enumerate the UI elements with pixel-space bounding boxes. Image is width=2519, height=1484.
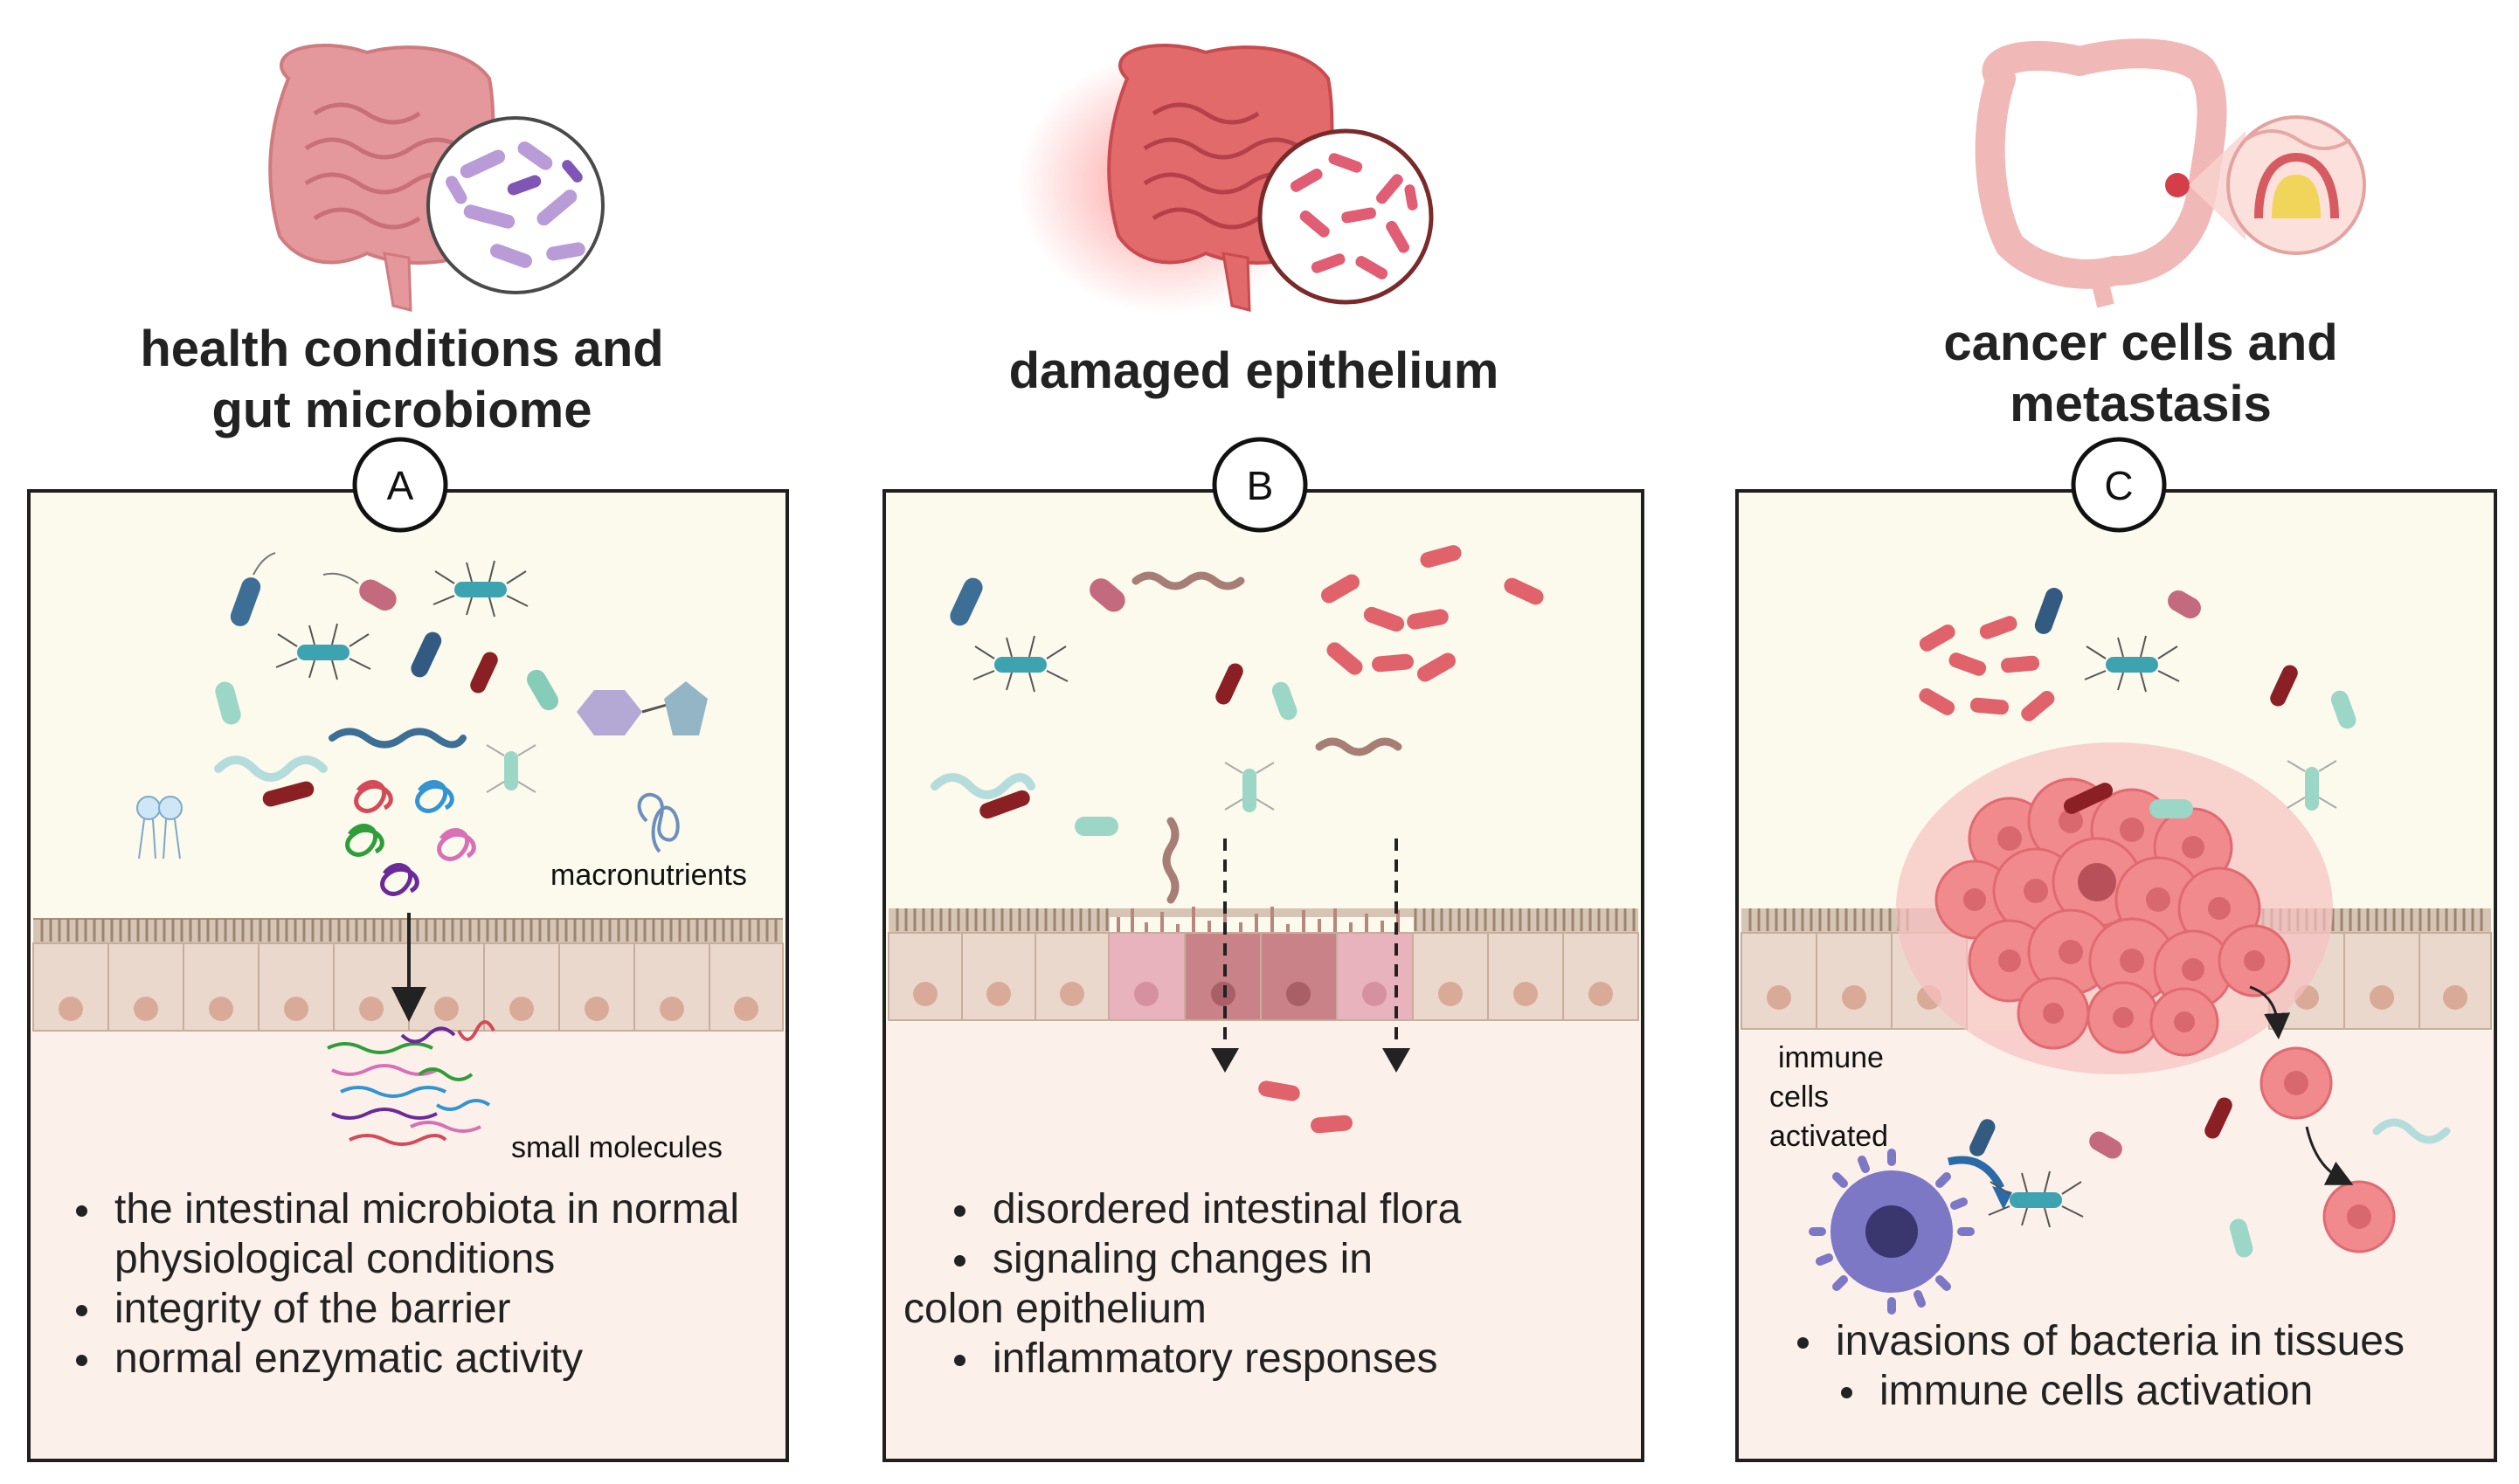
small-molecules-label: small molecules: [511, 1131, 723, 1164]
panel-c-bullets: invasions of bacteria in tissues immune …: [1787, 1316, 2405, 1416]
letter-badge-a: A: [352, 437, 448, 533]
panel-a: [27, 489, 789, 1462]
panel-b-title-line-1: damaged epithelium: [1008, 342, 1499, 399]
letter-c: C: [2104, 463, 2133, 508]
panel-a-bullet-1-cont: physiological conditions: [114, 1236, 556, 1282]
bacteria-group-a: [136, 552, 708, 896]
panel-c-bullet-2: immune cells activation: [1830, 1366, 2405, 1416]
panel-b-bullets: disordered intestinal flora signaling ch…: [903, 1184, 1461, 1384]
panel-b-bullet-3: inflammatory responses: [944, 1334, 1461, 1384]
panel-a-bullet-2: integrity of the barrier: [66, 1284, 739, 1334]
letter-badge-b: B: [1212, 437, 1308, 533]
tumor-mass: [1896, 742, 2333, 1074]
panel-b-bullet-2-cont: colon epithelium: [903, 1286, 1207, 1332]
letter-badge-c: C: [2071, 437, 2167, 533]
colon-tumor-icon: [1975, 38, 2366, 308]
panel-b-bullet-2: signaling changes in: [944, 1234, 1461, 1284]
bacteria-group-b: [931, 545, 1544, 1134]
panel-a-bullet-1: the intestinal microbiota in normal: [66, 1184, 739, 1234]
panel-c-title-line-1: cancer cells and: [1943, 314, 2338, 371]
letter-a: A: [387, 463, 414, 508]
immune-label-line-1: immune: [1778, 1041, 1884, 1074]
panel-c-title: cancer cells and metastasis: [1879, 313, 2403, 435]
panel-a-bullets: the intestinal microbiota in normal phys…: [66, 1184, 739, 1384]
panel-a-bullet-3: normal enzymatic activity: [66, 1334, 739, 1384]
panel-c-bullet-1: invasions of bacteria in tissues: [1787, 1316, 2405, 1366]
panel-a-title-line-1: health conditions and: [140, 321, 664, 377]
small-molecules-graphic: [327, 1020, 495, 1146]
inflamed-intestine-icon: [1018, 44, 1434, 314]
immune-label-line-2: cells: [1769, 1080, 1830, 1114]
panel-a-title-line-2: gut microbiome: [211, 382, 592, 438]
macronutrients-label: macronutrients: [550, 859, 747, 892]
immune-cell: [1809, 1149, 1975, 1315]
panel-c: [1735, 489, 2497, 1462]
immune-label-line-3: activated: [1769, 1120, 1889, 1153]
panel-b: [882, 489, 1644, 1462]
panel-b-bullet-1: disordered intestinal flora: [944, 1184, 1461, 1234]
healthy-intestine-icon: [268, 44, 605, 312]
panel-c-title-line-2: metastasis: [2010, 376, 2272, 432]
panel-b-title: damaged epithelium: [992, 341, 1516, 402]
bacteria-group-c: [1919, 588, 2451, 1258]
letter-b: B: [1247, 463, 1274, 508]
panel-a-title: health conditions and gut microbiome: [140, 319, 664, 441]
